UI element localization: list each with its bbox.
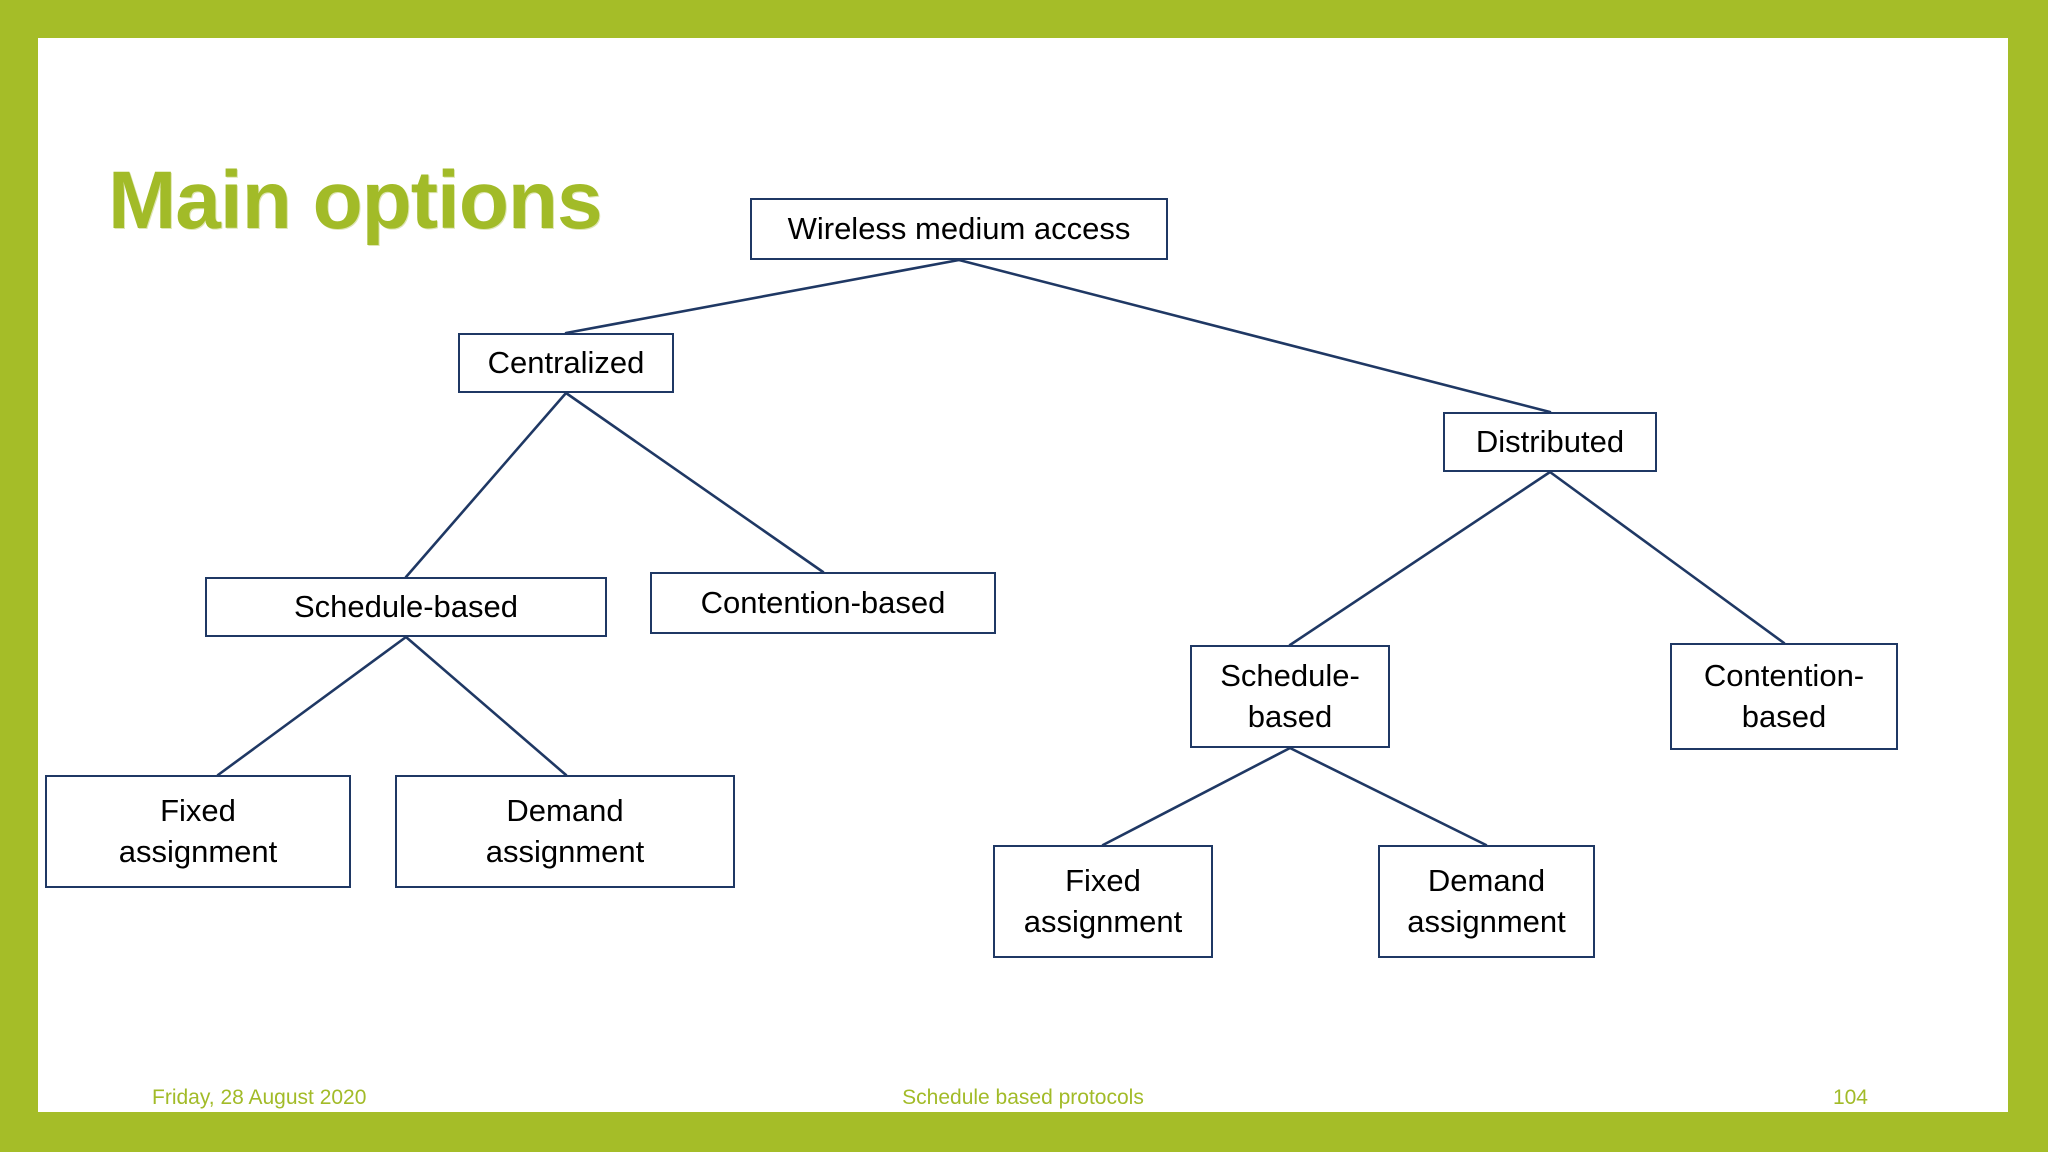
node-label: Centralized [487,344,645,380]
node-centralized-fixed-assignment[interactable]: Fixed assignment [45,775,351,888]
node-distributed[interactable]: Distributed [1443,412,1657,472]
footer-page-number: 104 [1832,1086,1868,1109]
node-distributed-demand-assignment[interactable]: Demand assignment [1378,845,1595,958]
edge-cschedule-fixed [216,635,408,777]
node-distributed-schedule-based[interactable]: Schedule- based [1190,645,1390,748]
node-distributed-contention-based[interactable]: Contention- based [1670,643,1898,750]
edge-dschedule-fixed [1101,746,1292,847]
node-centralized-contention-based[interactable]: Contention-based [650,572,996,634]
edge-root-centralized [564,258,961,335]
node-label-line1: Contention- [1703,658,1865,694]
edge-distributed-schedule [1288,470,1552,647]
node-label: Distributed [1475,423,1625,459]
node-label-line1: Fixed [160,793,236,829]
footer-date: Friday, 28 August 2020 [152,1086,367,1109]
edge-distributed-contention [1548,470,1786,645]
node-label-line1: Fixed [1065,863,1141,899]
node-wireless-medium-access[interactable]: Wireless medium access [750,198,1168,260]
node-label-line2: assignment [118,833,278,869]
node-label: Contention-based [700,584,946,620]
node-label-line1: Schedule- [1220,658,1360,694]
slide-canvas: Main options [38,38,2008,1112]
node-label-line2: assignment [1023,903,1183,939]
edge-centralized-contention [564,391,825,574]
footer-subject: Schedule based protocols [902,1086,1144,1109]
node-centralized-demand-assignment[interactable]: Demand assignment [395,775,735,888]
edge-centralized-schedule [404,391,568,579]
page-title: Main options [108,155,603,246]
node-label-line2: based [1247,698,1333,734]
node-distributed-fixed-assignment[interactable]: Fixed assignment [993,845,1213,958]
node-centralized[interactable]: Centralized [458,333,674,393]
node-label-line1: Demand [1427,863,1546,899]
edge-cschedule-demand [404,635,568,777]
node-label: Schedule-based [293,588,519,624]
node-label-line2: assignment [1407,903,1566,939]
node-centralized-schedule-based[interactable]: Schedule-based [205,577,607,637]
node-label-line1: Demand [506,793,624,829]
node-label: Wireless medium access [787,210,1131,246]
node-label-line2: assignment [485,833,645,869]
edge-root-distributed [957,258,1552,414]
node-label-line2: based [1741,698,1827,734]
edge-dschedule-demand [1288,746,1488,847]
